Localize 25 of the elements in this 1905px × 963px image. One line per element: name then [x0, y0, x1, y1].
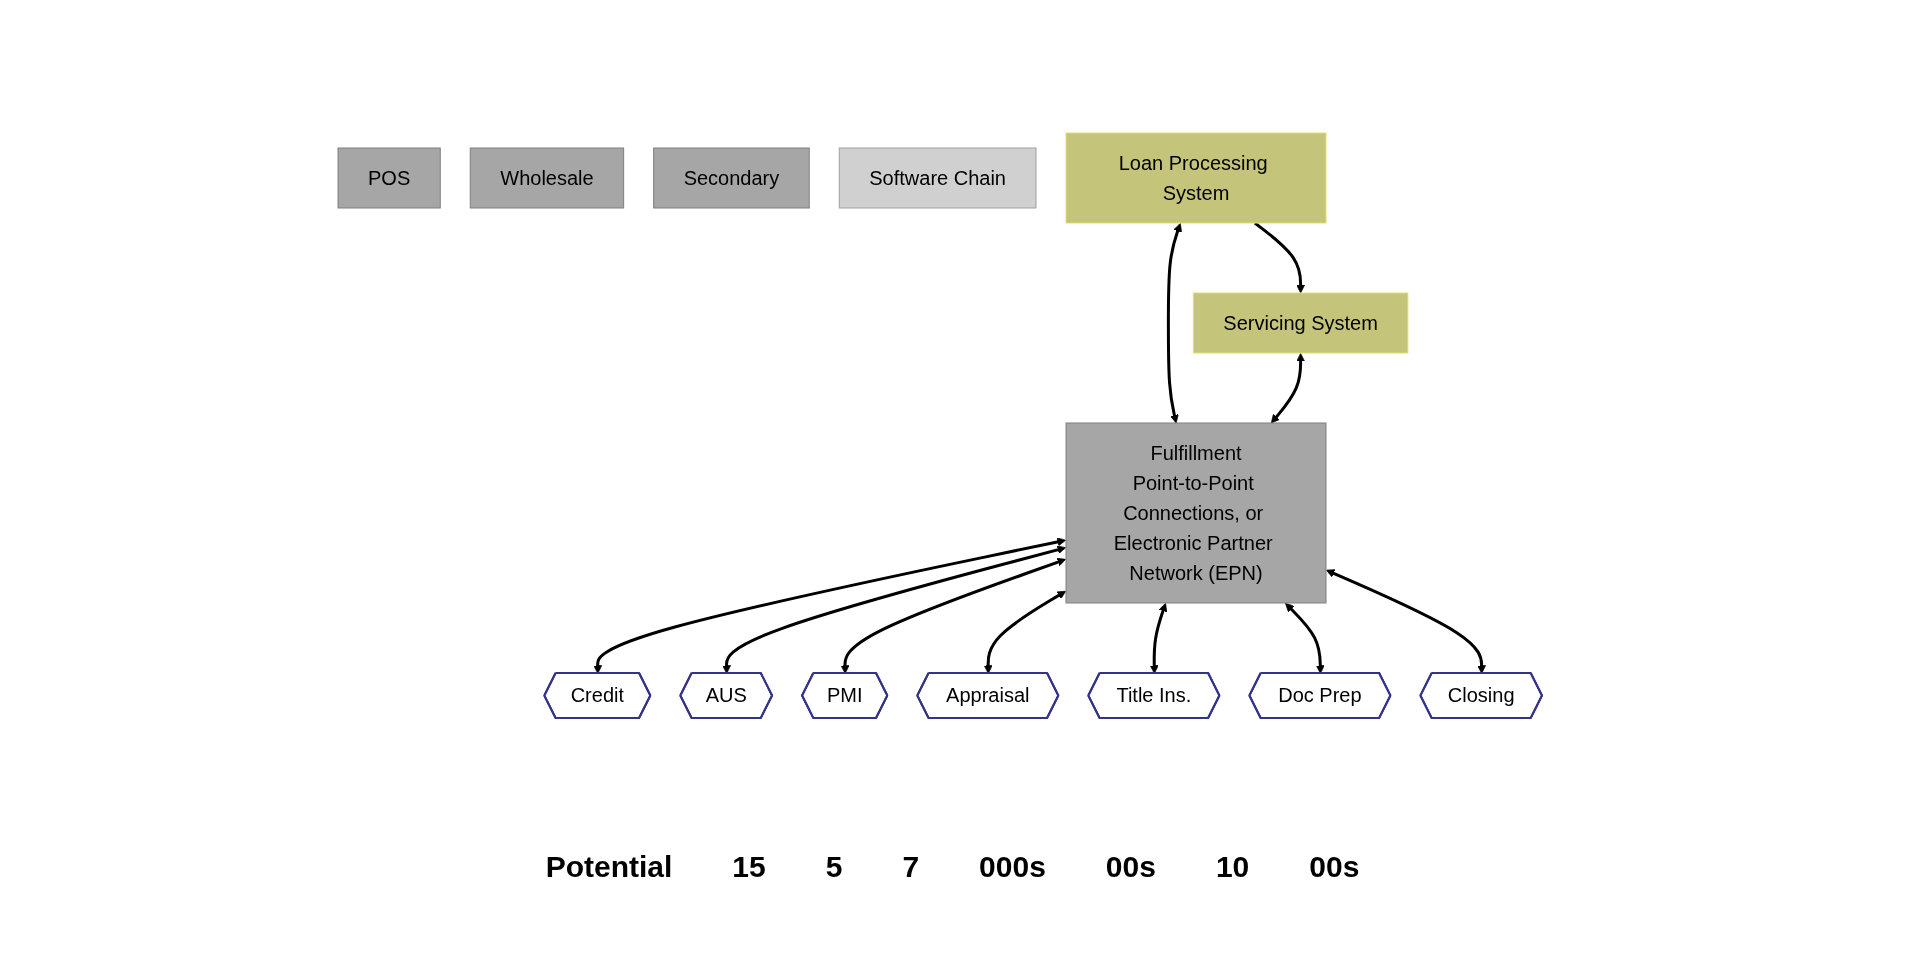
node-box: POS: [337, 147, 441, 208]
node-box: Wholesale: [469, 147, 625, 208]
arrow: [983, 590, 1067, 674]
arrow: [1253, 221, 1305, 293]
node-box: Software Chain: [838, 147, 1037, 208]
arrow: [1149, 602, 1168, 674]
potential-label: 00s: [1105, 850, 1156, 884]
arrow: [593, 537, 1066, 674]
arrow: [1325, 568, 1486, 674]
node-box: Servicing System: [1192, 292, 1409, 353]
node-box: Secondary: [653, 147, 810, 208]
arrow: [1270, 352, 1305, 423]
arrow: [722, 544, 1066, 674]
node-box: Loan Processing System: [1065, 132, 1327, 223]
node-box: Fulfillment Point-to-Point Connections, or Electronic Partner Network (EPN): [1065, 422, 1327, 603]
potential-label: 15: [732, 850, 766, 884]
potential-label: 5: [825, 850, 843, 884]
potential-label: Potential: [545, 850, 673, 884]
arrow: [840, 557, 1067, 674]
potential-label: 00s: [1309, 850, 1360, 884]
potential-label: 7: [902, 850, 920, 884]
arrow: [1166, 222, 1182, 423]
potential-label: 000s: [979, 850, 1046, 884]
arrow: [1285, 602, 1325, 674]
potential-label: 10: [1215, 850, 1250, 884]
